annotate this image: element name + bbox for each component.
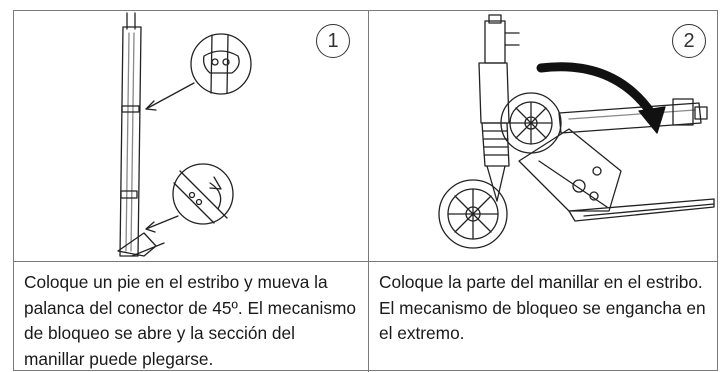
step-2-caption: Coloque la parte del manillar en el estr… bbox=[379, 272, 706, 343]
instruction-table: 1 bbox=[13, 10, 718, 372]
folding-lever-drawing bbox=[14, 11, 368, 261]
step-1-number: 1 bbox=[327, 29, 339, 52]
step-2-number: 2 bbox=[683, 29, 695, 52]
step-2-illustration: 2 bbox=[368, 11, 717, 261]
step-2-number-badge: 2 bbox=[672, 24, 706, 58]
folded-scooter-drawing bbox=[369, 11, 718, 261]
step-1-caption: Coloque un pie en el estribo y mueva la … bbox=[24, 272, 356, 369]
step-1-illustration: 1 bbox=[14, 11, 368, 261]
step-2-caption-cell: Coloque la parte del manillar en el estr… bbox=[368, 261, 717, 372]
step-1-number-badge: 1 bbox=[316, 24, 350, 58]
step-1-caption-cell: Coloque un pie en el estribo y mueva la … bbox=[14, 261, 368, 372]
